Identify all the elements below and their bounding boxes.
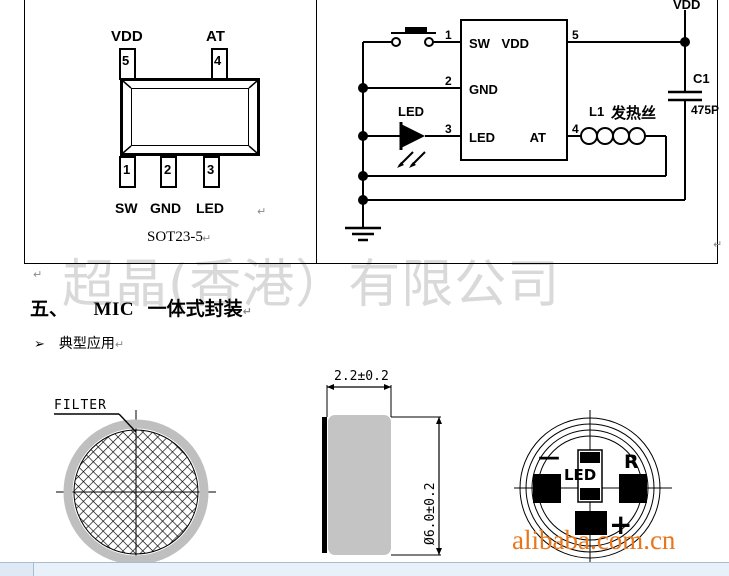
switch-terminal-right	[424, 37, 434, 47]
paragraph-pilcrow-circuit: ↵	[713, 238, 723, 251]
junction-dot-coil-return	[358, 171, 368, 181]
pin-label-gnd: GND	[150, 200, 182, 216]
ic-pin-number-5: 5	[572, 28, 579, 42]
device-body-side	[328, 415, 391, 555]
filter-mesh-figure: FILTER	[54, 398, 216, 567]
pin-label-at: AT	[206, 28, 225, 45]
junction-dot-led	[358, 131, 368, 141]
pad-positive	[575, 511, 607, 535]
vdd-supply-label: VDD	[673, 0, 700, 12]
cell-pilcrow: ↵	[257, 205, 267, 218]
pad-resistor	[619, 474, 647, 503]
caption-pilcrow: ↵	[202, 232, 212, 245]
ic-pin-number-4: 4	[572, 122, 579, 136]
pin-label-led: LED	[196, 200, 224, 216]
top-figure-table: VDD AT 5 4 1 2 3	[24, 0, 719, 264]
pin-label-vdd: VDD	[111, 28, 143, 45]
heater-ref-label: L1	[589, 104, 604, 119]
sub-bullet-pilcrow: ↵	[114, 338, 125, 351]
ic-pin-text-at: AT	[530, 130, 546, 145]
ic-pin-number-2: 2	[445, 74, 452, 88]
pad-led-top	[580, 452, 600, 463]
alibaba-watermark: alibaba.com.cn	[512, 525, 676, 555]
height-arrow-top	[436, 417, 442, 424]
sub-bullet-label: 典型应用	[58, 336, 115, 352]
filter-mesh-outline	[73, 429, 199, 555]
heater-name-label: 发热丝	[610, 104, 656, 122]
pad-negative-label: —	[538, 445, 560, 470]
package-pin-5-number: 5	[122, 53, 130, 68]
section-title-cn: 一体式封装	[147, 298, 243, 320]
filter-leader-diagonal	[118, 413, 137, 433]
device-pcb-edge	[322, 417, 327, 553]
led-ref-label: LED	[398, 104, 424, 119]
pad-circle-outer	[519, 417, 661, 559]
pad-layout-figure: — LED R +	[514, 410, 672, 566]
ic-pin-number-3: 3	[445, 122, 452, 136]
junction-dot-gnd	[358, 83, 368, 93]
table-column-divider	[316, 0, 317, 264]
switch-terminal-left	[391, 37, 401, 47]
width-dimension-label: 2.2±0.2	[334, 369, 389, 384]
coil-loop-2	[596, 127, 614, 145]
pad-circle-2	[525, 423, 655, 553]
package-body-inner-outline	[131, 88, 249, 146]
capacitor-ref-label: C1	[693, 71, 710, 86]
sub-bullet-item: ➢ 典型应用↵	[34, 333, 124, 353]
pad-led-bottom	[580, 488, 600, 500]
package-pin-2	[160, 156, 177, 188]
package-pin-1-number: 1	[123, 162, 131, 177]
package-pin-2-number: 2	[164, 162, 172, 177]
paragraph-pilcrow-after-table: ↵	[33, 268, 43, 281]
filter-mesh-fill	[74, 430, 198, 554]
width-arrow-right	[384, 384, 391, 390]
package-caption: SOT23-5	[147, 229, 203, 245]
ic-pin-number-1: 1	[445, 28, 452, 42]
pad-negative	[533, 474, 561, 503]
status-strip-box	[0, 563, 34, 576]
height-arrow-bottom	[436, 548, 442, 555]
heading-pilcrow: ↵	[242, 305, 252, 318]
bullet-arrow-icon: ➢	[34, 337, 45, 352]
section-heading: 五、 MIC 一体式封装↵	[30, 294, 252, 321]
pad-led-label: LED	[564, 466, 596, 484]
led-triangle	[401, 124, 425, 148]
pad-positive-label: +	[609, 508, 632, 541]
package-pin-3-number: 3	[207, 162, 215, 177]
led-arrow-2-head	[409, 162, 416, 168]
coil-loop-1	[580, 127, 598, 145]
pin-label-sw: SW	[115, 200, 138, 216]
capacitor-value-label: 475P	[691, 103, 719, 117]
package-body	[120, 78, 260, 156]
package-pin-4-number: 4	[214, 53, 222, 68]
section-title-en: MIC	[93, 299, 135, 320]
ic-pin-text-led: LED	[469, 130, 495, 145]
package-pin-1	[119, 156, 136, 188]
ic-pin-text-sw: SW	[469, 36, 491, 51]
section-number: 五、	[30, 298, 69, 320]
filter-outer-ring	[63, 419, 209, 565]
window-status-strip	[0, 562, 729, 576]
sot23-package-figure: VDD AT 5 4 1 2 3	[25, 0, 316, 264]
pad-circle-3	[531, 429, 649, 547]
package-pin-3	[203, 156, 220, 188]
width-arrow-left	[327, 384, 334, 390]
led-arrow-1-head	[397, 162, 404, 168]
switch-button-cap	[405, 27, 427, 34]
dimension-side-view-figure: 2.2±0.2 Ø6.0±0.2	[322, 369, 442, 556]
ic-pin-text-vdd: VDD	[502, 36, 529, 51]
ic-block	[460, 19, 568, 161]
height-dimension-label: Ø6.0±0.2	[423, 482, 438, 545]
application-circuit-schematic: SW GND LED VDD AT 1 2 3 5 4	[345, 0, 719, 242]
filter-label: FILTER	[54, 398, 107, 413]
coil-loop-4	[628, 127, 646, 145]
coil-loop-3	[612, 127, 630, 145]
ic-pin-text-gnd: GND	[469, 82, 498, 97]
pad-resistor-label: R	[624, 451, 639, 473]
